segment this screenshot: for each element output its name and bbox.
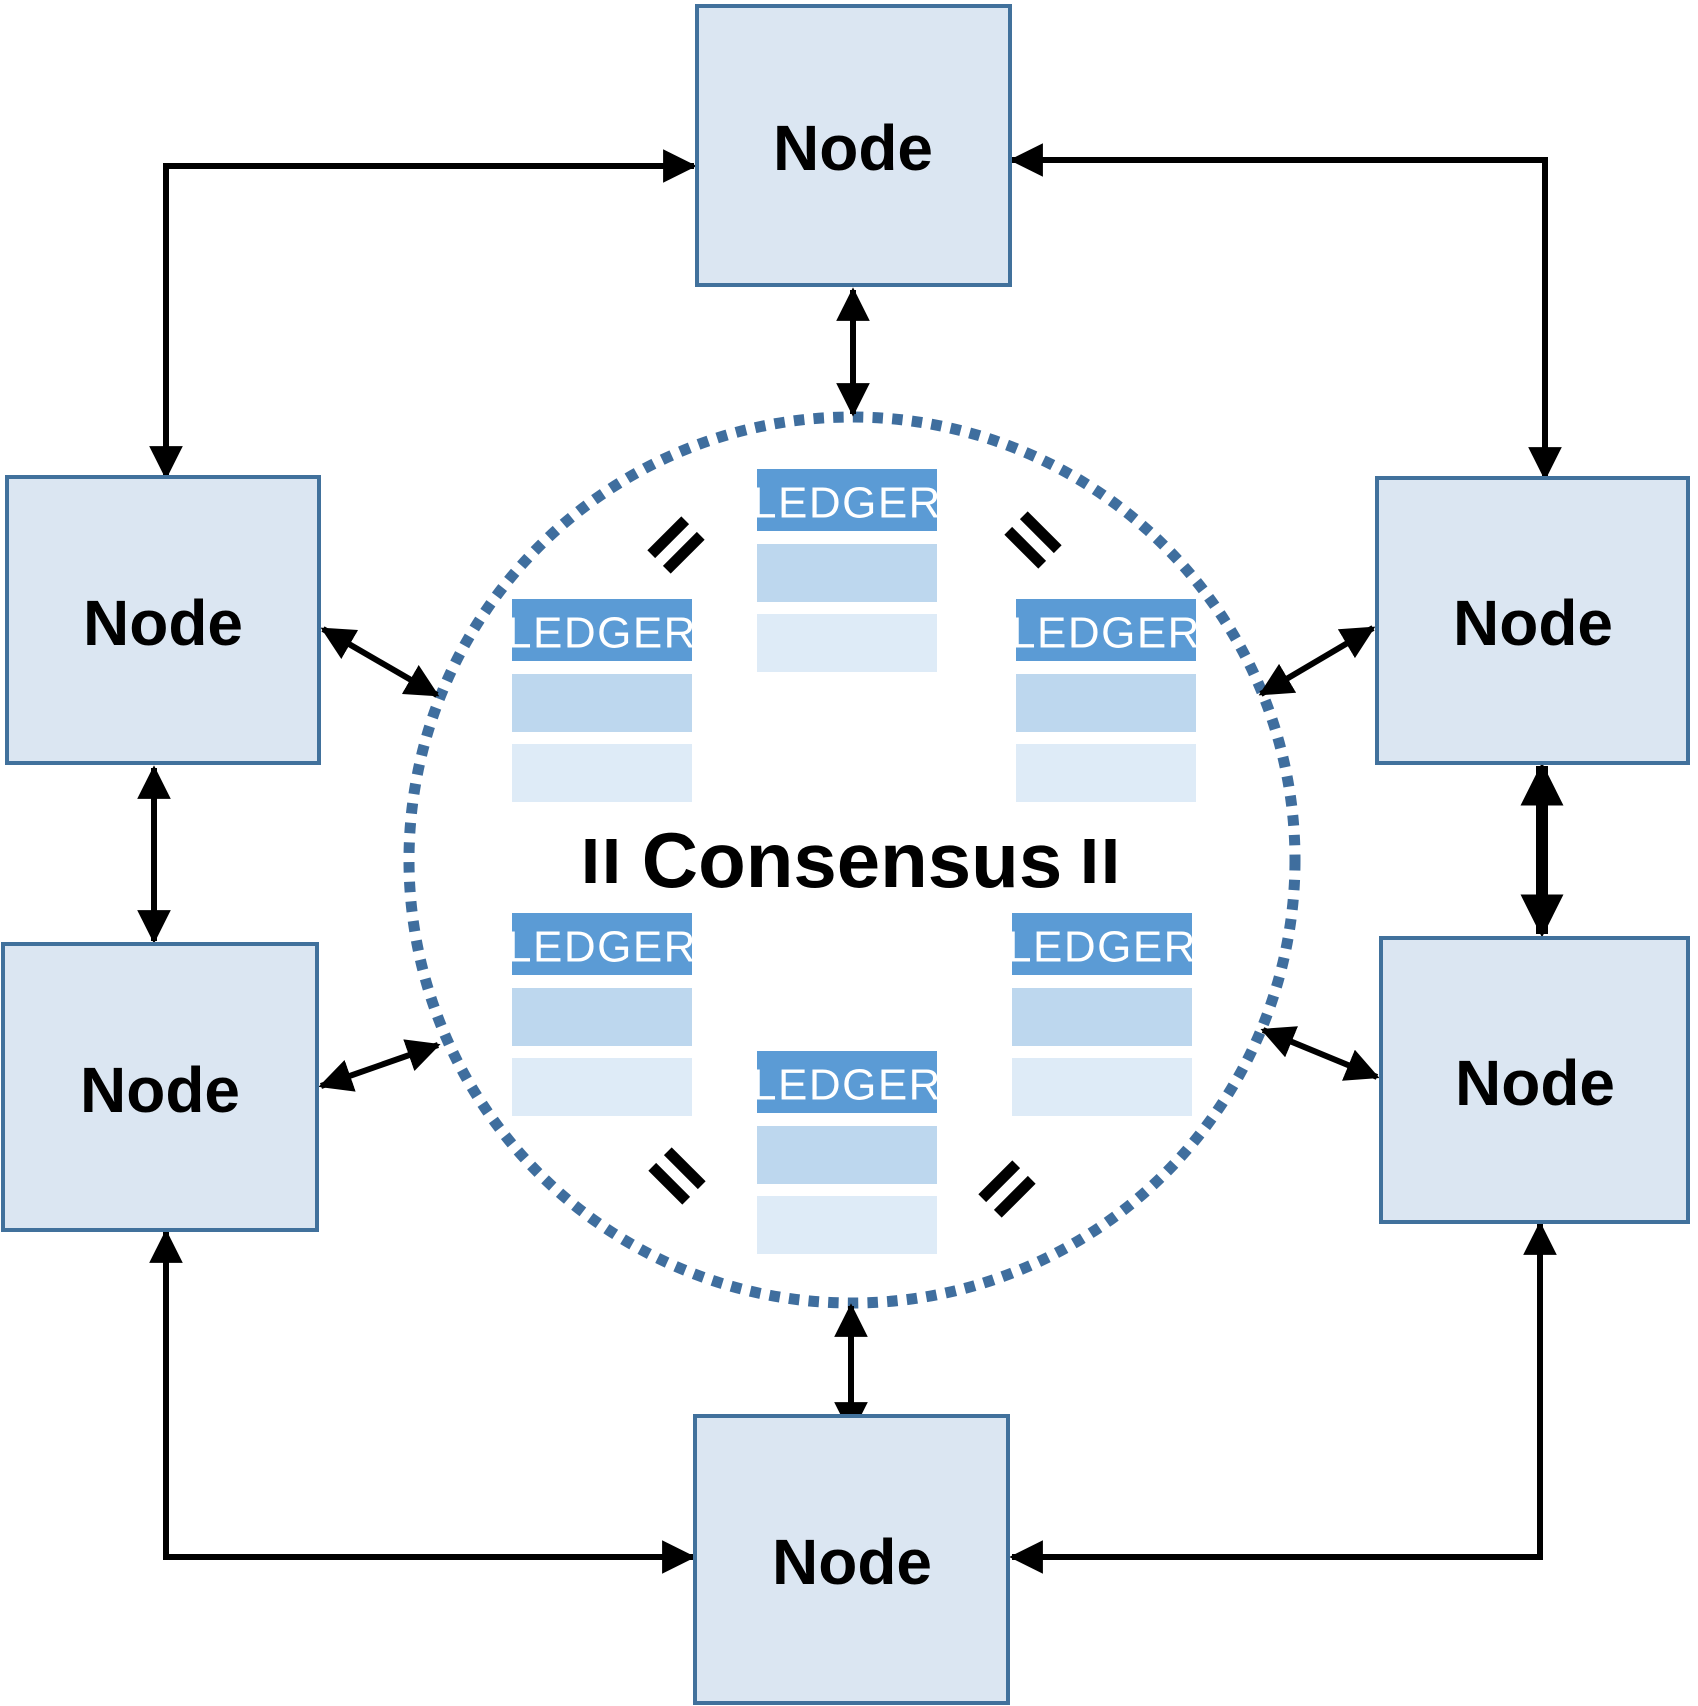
node-label: Node (83, 587, 243, 659)
ledger-table-lower-left: LEDGER (507, 913, 697, 1116)
ledger-title: LEDGER (752, 479, 942, 528)
ledger-title: LEDGER (1007, 923, 1197, 972)
equals-mark-icon (585, 839, 617, 883)
ledger-table-bottom: LEDGER (752, 1051, 942, 1254)
arrow-lowerright-diagonal (1260, 1026, 1380, 1081)
node-label: Node (1455, 1047, 1615, 1119)
node-box-left-lower: Node (1, 942, 319, 1232)
node-label: Node (772, 1526, 932, 1598)
node-rect (1375, 476, 1690, 765)
node-box-bottom: Node (693, 1414, 1010, 1705)
ledger-table-upper-right: LEDGER (1011, 599, 1201, 802)
node-rect (1379, 936, 1690, 1224)
node-box-right-lower: Node (1379, 936, 1690, 1224)
equals-mark-icon (978, 1160, 1036, 1218)
ledger-row (1016, 744, 1196, 802)
arrow-topleft-elbow (149, 149, 697, 480)
equals-mark-icon (648, 1147, 706, 1205)
arrow-lowerleft-diagonal (318, 1039, 441, 1092)
ledger-row (1016, 674, 1196, 732)
ledger-row (757, 1196, 937, 1254)
arrow-bottomleft-elbow (149, 1229, 696, 1574)
node-box-right-upper: Node (1375, 476, 1690, 765)
node-rect (695, 4, 1012, 287)
ledger-title: LEDGER (752, 1061, 942, 1110)
ledger-row (512, 988, 692, 1046)
consensus-label: Consensus (642, 816, 1062, 904)
node-rect (1, 942, 319, 1232)
arrow-topright-elbow (1009, 143, 1562, 481)
arrow-upperleft-diagonal (320, 626, 440, 698)
arrow-upperright-diagonal (1258, 625, 1376, 697)
ledger-row (757, 614, 937, 672)
ledger-table-upper-left: LEDGER (507, 599, 697, 802)
ledger-header (1012, 913, 1192, 975)
arrow-bottomright-elbow (1009, 1221, 1557, 1574)
node-label: Node (773, 112, 933, 184)
ledger-row (1012, 988, 1192, 1046)
ledger-row (1012, 1058, 1192, 1116)
ledger-table-lower-right: LEDGER (1007, 913, 1197, 1116)
node-label: Node (1453, 587, 1613, 659)
ledger-row (757, 544, 937, 602)
ledger-header (757, 1051, 937, 1113)
equals-mark-icon (1084, 839, 1116, 883)
equals-mark-icon (647, 516, 705, 574)
ledger-title: LEDGER (1011, 609, 1201, 658)
ledger-row (512, 744, 692, 802)
node-rect (693, 1414, 1010, 1705)
node-box-top: Node (695, 4, 1012, 287)
ledger-row (512, 1058, 692, 1116)
ledger-row (757, 1126, 937, 1184)
ledger-header (757, 469, 937, 531)
ledger-row (512, 674, 692, 732)
ledger-header (1016, 599, 1196, 661)
equals-mark-icon (1004, 511, 1062, 569)
node-label: Node (80, 1054, 240, 1126)
node-box-left-upper: Node (5, 475, 321, 765)
ledger-title: LEDGER (507, 923, 697, 972)
ledger-header (512, 599, 692, 661)
node-rect (5, 475, 321, 765)
ledger-header (512, 913, 692, 975)
ledger-title: LEDGER (507, 609, 697, 658)
consensus-boundary-circle (403, 411, 1301, 1309)
ledger-table-top: LEDGER (752, 469, 942, 672)
